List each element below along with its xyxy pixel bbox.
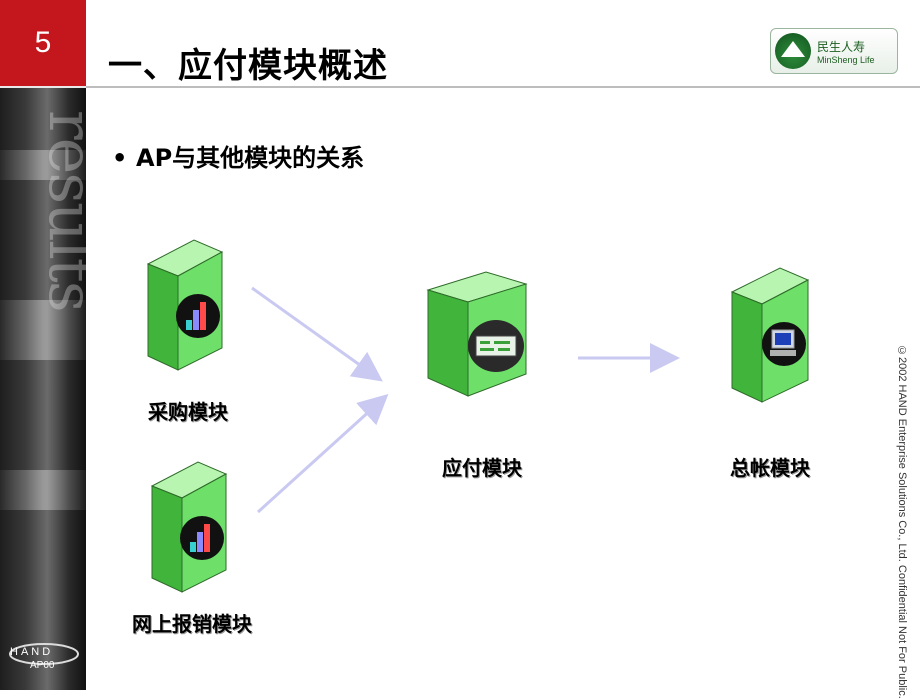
mountain-logo-icon [775,33,811,69]
module-label-accounts-payable: 应付模块 [442,456,522,480]
arrow-procurement-to-ap [251,286,383,382]
left-decoration: results [0,0,86,690]
bullet-item: • AP与其他模块的关系 [112,138,364,173]
module-procurement [142,236,226,376]
logo-en-text: MinSheng Life [817,54,875,65]
module-general-ledger [726,264,812,408]
hand-brand-text: HAND [10,646,54,658]
module-diagram: 采购模块 网上报销模块 应付模块 [86,200,866,650]
slide-number: 5 [34,26,52,59]
slide-title: 一、应付模块概述 [108,46,388,86]
arrow-expense-to-ap [256,393,389,514]
hand-logo: HAND AP00 [4,636,84,676]
module-label-general-ledger: 总帐模块 [730,456,810,480]
slide-code: AP00 [30,660,55,671]
left-watermark: results [35,110,86,311]
module-label-online-expense: 网上报销模块 [132,612,252,636]
slide-number-box: 5 [0,0,86,88]
company-logo: 民生人寿 MinSheng Life [770,28,898,74]
bullet-text: AP与其他模块的关系 [136,144,365,172]
decor-streak [0,470,86,510]
decor-streak [0,150,86,180]
flow-arrows [251,286,680,514]
module-accounts-payable [424,270,530,402]
module-label-procurement: 采购模块 [148,400,228,424]
header-divider [86,86,920,88]
bullet-dot-icon: • [112,144,128,172]
module-online-expense [146,458,230,598]
decor-streak [0,300,86,360]
copyright-notice: ©2002 HAND Enterprise Solutions Co., Ltd… [896,345,908,699]
logo-cn-text: 民生人寿 [817,39,866,54]
